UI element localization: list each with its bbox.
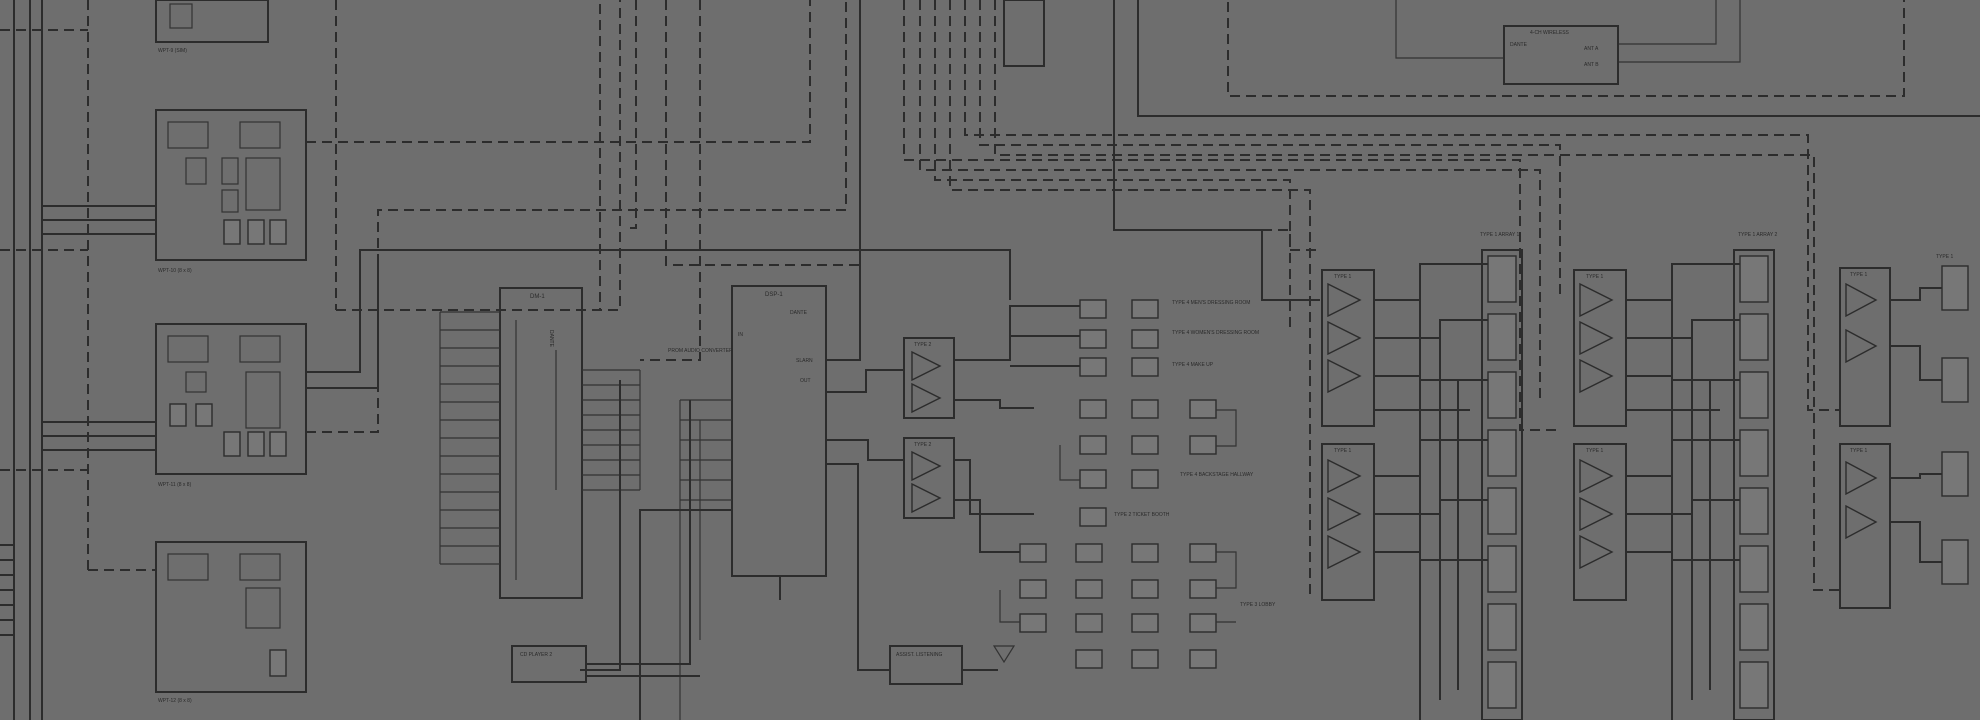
amp-block-5: TYPE 1 xyxy=(1839,267,1891,427)
dsp-label: DSP-1 xyxy=(765,292,783,298)
amp-type2-b-label: TYPE 2 xyxy=(914,442,931,448)
dsp-dante-label: DANTE xyxy=(790,310,808,316)
zone-lobby-label: TYPE 3 LOBBY xyxy=(1240,602,1276,608)
wireless-ant-a-label: ANT A xyxy=(1584,46,1599,52)
wireless-dante-label: DANTE xyxy=(1510,42,1528,48)
wall-panel-12: WPT-12 (8 x 8) xyxy=(155,541,307,704)
panel-connections xyxy=(306,0,1011,433)
dsp-inputs xyxy=(580,380,732,720)
row-womens xyxy=(1079,329,1159,349)
dsp-1: DSP-1 DANTE SLARN OUT IN xyxy=(731,285,827,577)
amp-block-2: TYPE 1 xyxy=(1321,443,1375,601)
antenna-icon xyxy=(992,645,1016,664)
amp-block-4-label: TYPE 1 xyxy=(1586,448,1603,454)
wall-panel-11: WPT-11 (8 x 8) xyxy=(155,323,307,488)
amp-block-3: TYPE 1 xyxy=(1573,269,1627,427)
array-1: TYPE 1 ARRAY 1 xyxy=(1480,232,1523,720)
row-backstage xyxy=(1059,399,1237,489)
row-makeup xyxy=(1079,357,1159,377)
mixer-outputs xyxy=(582,369,641,491)
amp-block-1-label: TYPE 1 xyxy=(1334,274,1351,280)
amp-type2-a: TYPE 2 xyxy=(903,337,955,419)
amp-type2-b: TYPE 2 xyxy=(903,437,955,519)
wall-panel-12-label: WPT-12 (8 x 8) xyxy=(158,698,192,704)
zone-mens-label: TYPE 4 MEN'S DRESSING ROOM xyxy=(1172,300,1250,306)
wall-panel-top-label: WPT-9 (SIM) xyxy=(158,48,187,54)
array-3: TYPE 1 xyxy=(1936,254,1969,585)
wall-panel-11-label: WPT-11 (8 x 8) xyxy=(158,482,192,488)
row-mens xyxy=(1079,299,1159,319)
mixer-inputs xyxy=(439,311,500,565)
zone-womens-label: TYPE 4 WOMEN'S DRESSING ROOM xyxy=(1172,330,1259,336)
dsp-out-label: OUT xyxy=(800,378,811,384)
cd-player: CD PLAYER 2 xyxy=(511,400,700,683)
array-2-label: TYPE 1 ARRAY 2 xyxy=(1738,232,1777,238)
amp-block-5-label: TYPE 1 xyxy=(1850,272,1867,278)
dsp-outputs xyxy=(779,0,904,671)
mixer-label: DM-1 xyxy=(530,294,545,300)
zone-backstage-label: TYPE 4 BACKSTAGE HALLWAY xyxy=(1180,472,1254,478)
dsp-in-label: IN xyxy=(738,332,743,338)
cd-player-label: CD PLAYER 2 xyxy=(520,652,552,658)
mixer-dante-label: DANTE xyxy=(548,330,554,348)
wall-panel-10-label: WPT-10 (8 x 8) xyxy=(158,268,192,274)
amp-type2-a-label: TYPE 2 xyxy=(914,342,931,348)
row-lobby xyxy=(999,543,1237,669)
converter-label: PROM AUDIO CONVERTER xyxy=(668,348,733,354)
array-2: TYPE 1 ARRAY 2 xyxy=(1733,232,1777,720)
array-wiring xyxy=(1374,263,1942,720)
assist-listening: ASSIST. LISTENING xyxy=(889,645,1016,685)
top-right-frame xyxy=(1003,0,1980,117)
amp-block-3-label: TYPE 1 xyxy=(1586,274,1603,280)
row-ticket xyxy=(1079,507,1107,527)
wall-panel-10: WPT-10 (8 x 8) xyxy=(155,109,307,274)
zone-ticket-label: TYPE 2 TICKET BOOTH xyxy=(1114,512,1170,518)
amp-block-6: TYPE 1 xyxy=(1839,443,1891,609)
dsp-slarn-label: SLARN xyxy=(796,358,813,364)
array-1-label: TYPE 1 ARRAY 1 xyxy=(1480,232,1519,238)
wireless-label: 4-CH WIRELESS xyxy=(1530,30,1570,36)
assist-listening-label: ASSIST. LISTENING xyxy=(896,652,943,658)
array-3-label: TYPE 1 xyxy=(1936,254,1953,260)
mixer-dm1: DM-1 DANTE xyxy=(499,287,583,599)
amp-block-6-label: TYPE 1 xyxy=(1850,448,1867,454)
wall-panel-top: WPT-9 (SIM) xyxy=(155,0,269,54)
amp-block-1: TYPE 1 xyxy=(1321,269,1375,427)
wireless-receiver: 4-CH WIRELESS DANTE ANT A ANT B xyxy=(1503,25,1619,85)
amp-block-4: TYPE 1 xyxy=(1573,443,1627,601)
wireless-ant-b-label: ANT B xyxy=(1584,62,1599,68)
amp-block-2-label: TYPE 1 xyxy=(1334,448,1351,454)
zone-makeup-label: TYPE 4 MAKE UP xyxy=(1172,362,1214,368)
array-feed-lines xyxy=(903,0,1840,600)
zone-speakers: TYPE 4 MEN'S DRESSING ROOM TYPE 4 WOMEN'… xyxy=(954,299,1276,669)
left-bus-lines xyxy=(0,0,337,720)
